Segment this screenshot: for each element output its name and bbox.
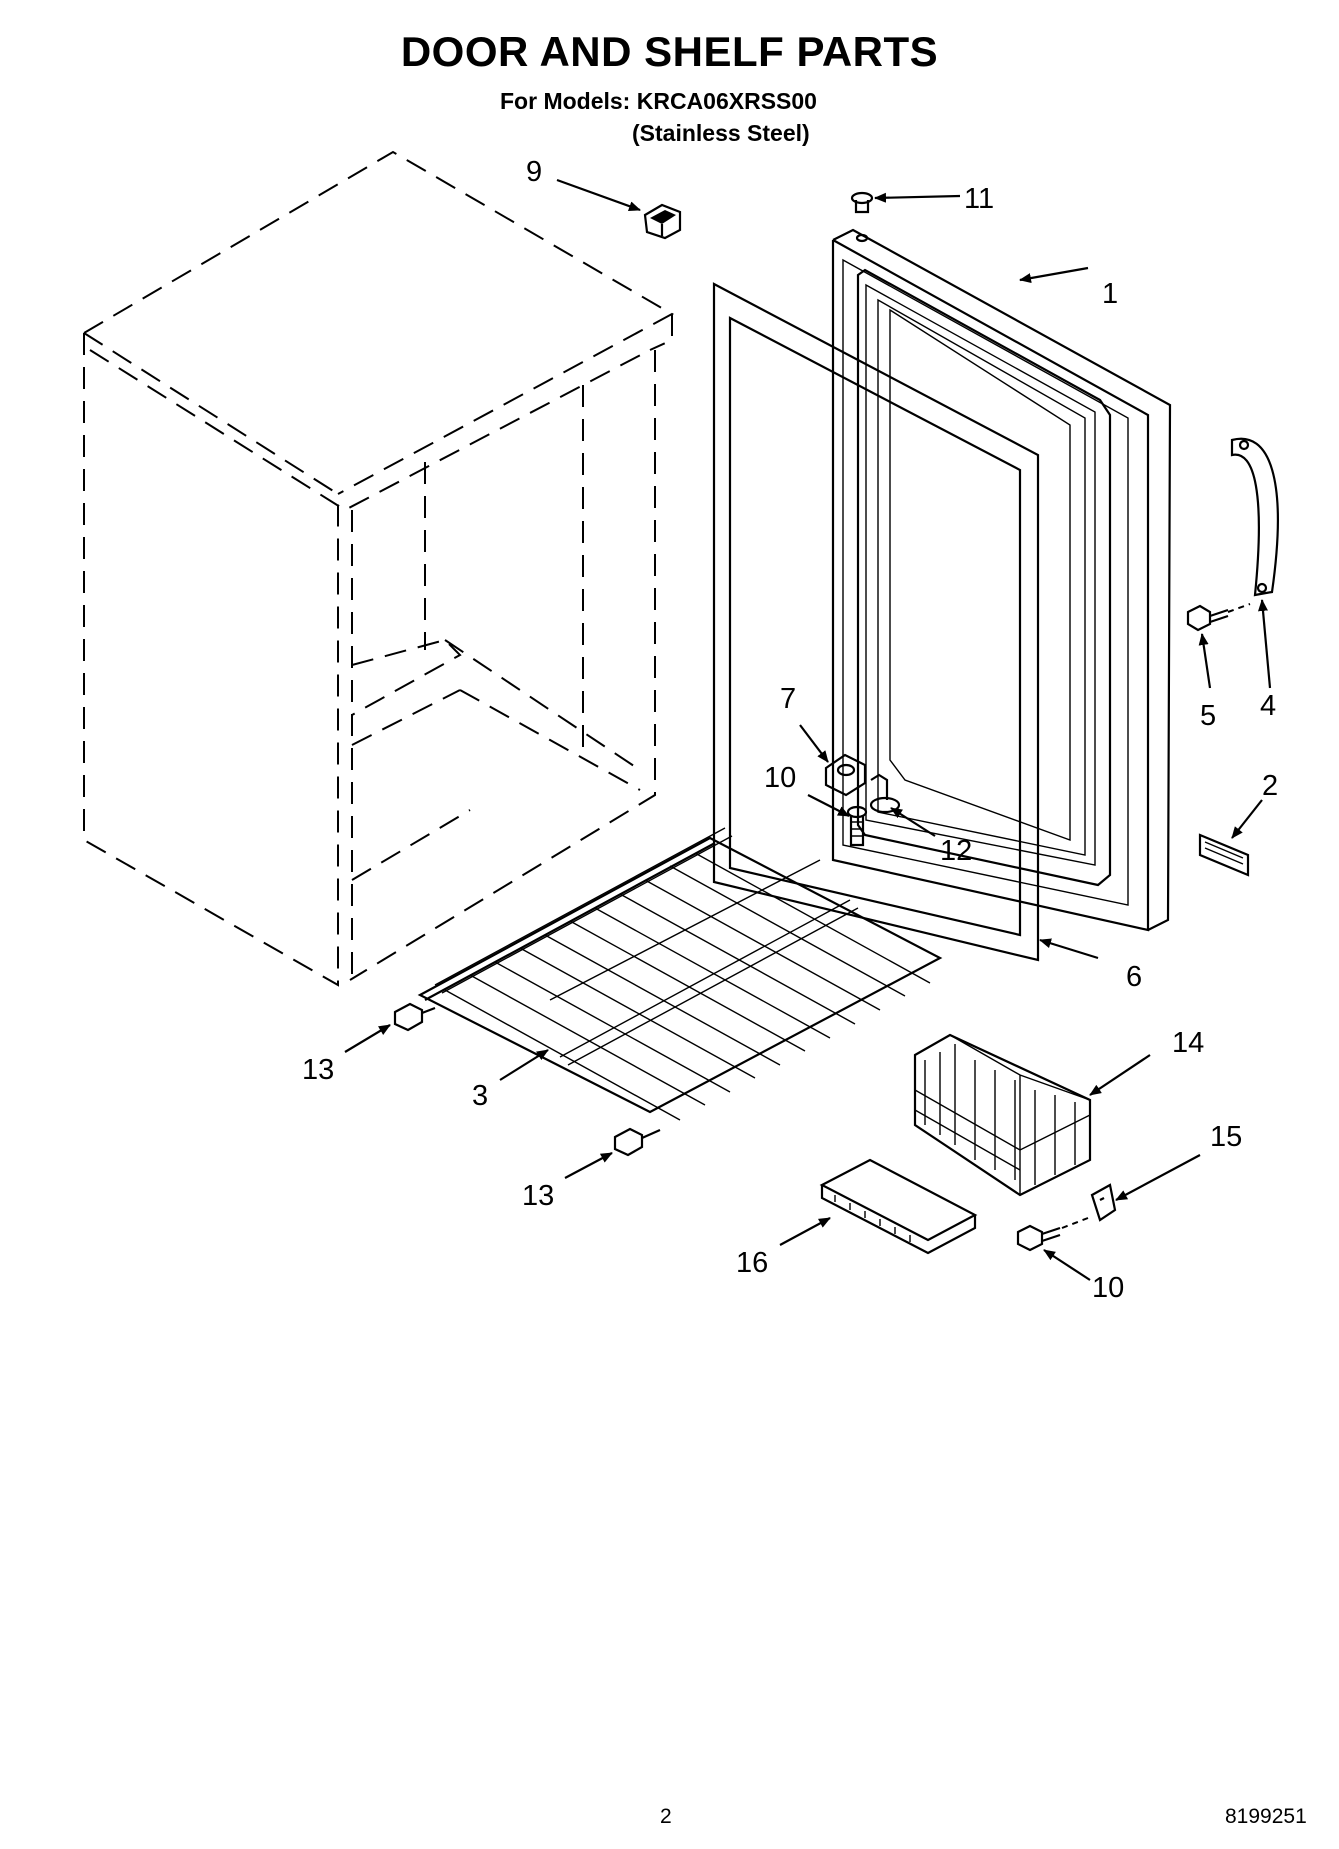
wire-shelf bbox=[417, 827, 943, 1121]
handle-screw bbox=[1186, 603, 1251, 632]
door-assembly bbox=[831, 228, 1172, 932]
callout-14: 14 bbox=[1172, 1027, 1204, 1059]
callout-12: 12 bbox=[940, 835, 972, 867]
callout-10-bracket: 10 bbox=[1092, 1272, 1124, 1304]
callout-11: 11 bbox=[964, 183, 994, 215]
page-title: DOOR AND SHELF PARTS bbox=[400, 28, 939, 75]
door-handle bbox=[1230, 437, 1279, 597]
shelf-support-upper bbox=[393, 1002, 436, 1032]
document-number: 8199251 bbox=[1225, 1805, 1307, 1828]
hinge-pin-bottom bbox=[869, 773, 901, 814]
wire-basket bbox=[913, 1033, 1092, 1197]
page-number: 2 bbox=[660, 1805, 672, 1828]
models-line: For Models: KRCA06XRSS00 bbox=[500, 88, 817, 114]
door-gasket bbox=[712, 282, 1040, 962]
callout-7: 7 bbox=[780, 683, 796, 715]
callout-15: 15 bbox=[1210, 1121, 1242, 1153]
callout-9: 9 bbox=[526, 156, 542, 188]
callout-13-lower: 13 bbox=[522, 1180, 554, 1212]
callout-5: 5 bbox=[1200, 700, 1216, 732]
callout-16: 16 bbox=[736, 1247, 768, 1279]
hinge-pin bbox=[850, 191, 874, 243]
basket-bracket bbox=[1090, 1183, 1117, 1222]
shelf-support-lower bbox=[613, 1127, 661, 1157]
bracket-screw bbox=[1016, 1217, 1089, 1252]
callout-2: 2 bbox=[1262, 770, 1278, 802]
leader-lines bbox=[344, 178, 1272, 1281]
tray bbox=[819, 1158, 978, 1255]
callout-13-upper: 13 bbox=[302, 1054, 334, 1086]
callout-3: 3 bbox=[472, 1080, 488, 1112]
callout-10-hinge: 10 bbox=[764, 762, 796, 794]
top-hinge bbox=[643, 203, 682, 240]
cabinet-outline bbox=[83, 150, 675, 987]
variant-line: (Stainless Steel) bbox=[632, 120, 810, 146]
callout-4: 4 bbox=[1260, 690, 1276, 722]
bottom-hinge bbox=[824, 753, 867, 797]
callout-6: 6 bbox=[1126, 961, 1142, 993]
callout-1: 1 bbox=[1102, 278, 1118, 310]
model-label bbox=[1198, 833, 1250, 877]
